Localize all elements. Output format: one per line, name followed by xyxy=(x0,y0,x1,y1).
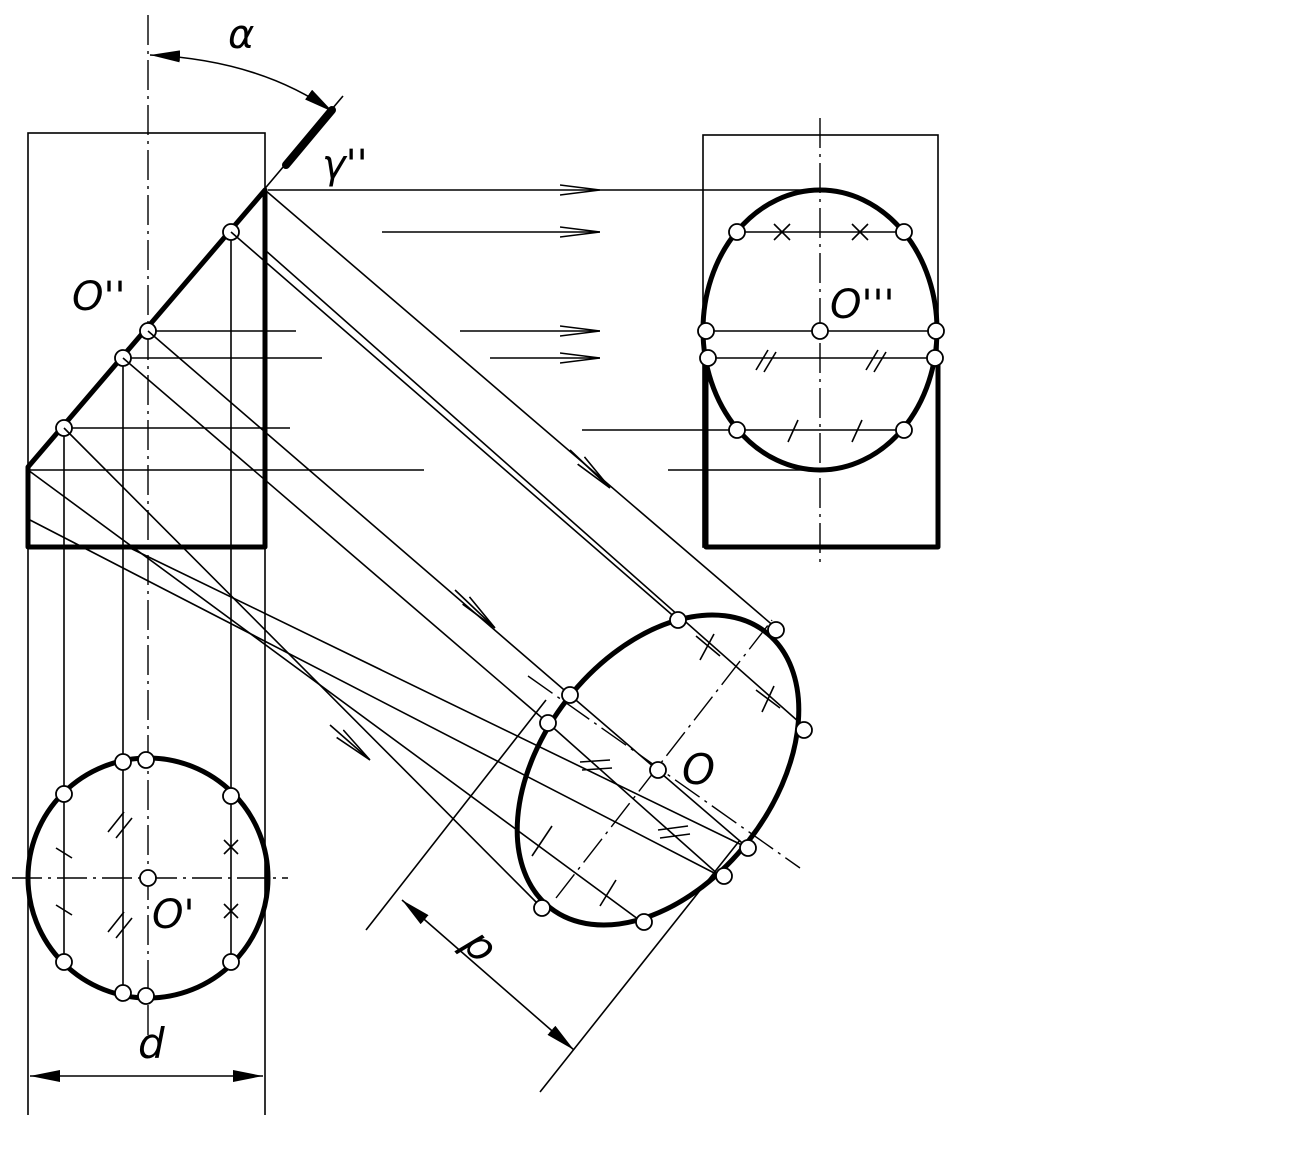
gamma-label: γ'' xyxy=(322,142,368,188)
true-shape-view: O d xyxy=(27,189,813,1093)
o-front-label: O'' xyxy=(72,274,125,320)
top-view: O' d xyxy=(12,751,288,1082)
side-view-base xyxy=(703,360,941,550)
o-top-label: O' xyxy=(152,892,194,938)
d-bottom-label: d xyxy=(138,1019,165,1068)
alpha-angle-arc xyxy=(149,50,334,113)
d-rotated-label: d xyxy=(449,923,503,976)
front-view: O'' γ'' α xyxy=(25,12,424,1115)
side-view: O''' xyxy=(268,118,945,568)
o-true-label: O xyxy=(682,745,715,794)
alpha-label: α xyxy=(228,12,254,58)
dimension-d-rotated xyxy=(401,899,575,1051)
o-side-label: O''' xyxy=(830,282,894,328)
cutting-plane-mark xyxy=(282,106,336,169)
